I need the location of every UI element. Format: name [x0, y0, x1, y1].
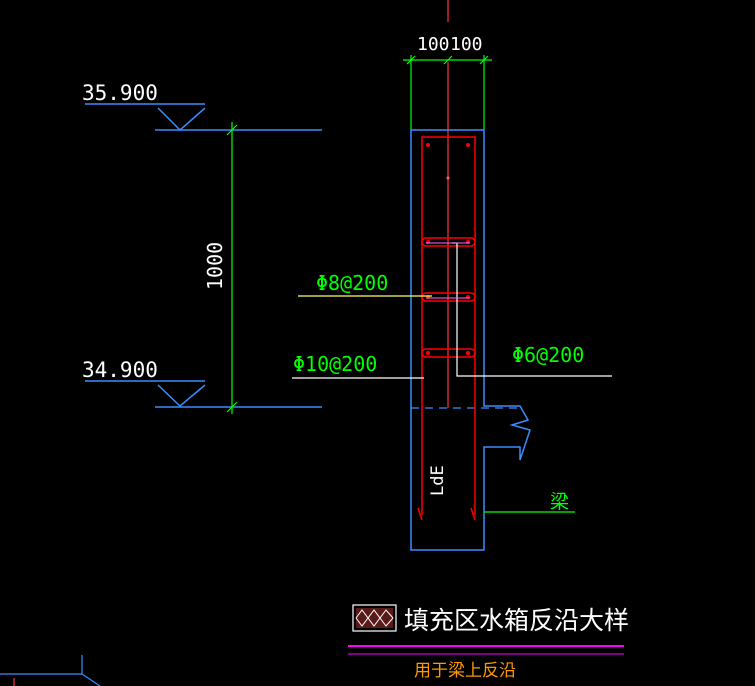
tie-bar [426, 242, 612, 377]
elevation-top-label: 35.900 [82, 81, 158, 105]
rebar-leader-tie: Φ6@200 [512, 343, 584, 367]
hatch-symbol [352, 604, 397, 632]
elevation-marker-top: 35.900 [82, 81, 322, 132]
rebar-leader-horizontal: Φ8@200 [298, 271, 432, 297]
width-dim-left: 100 [417, 34, 450, 55]
beam-leader: 梁 [484, 491, 575, 513]
rebar-horizontal-label: Φ8@200 [316, 271, 388, 295]
drawing-subtitle: 用于梁上反沿 [414, 661, 516, 681]
wall-outline [410, 129, 531, 551]
elevation-marker-bottom: 34.900 [82, 358, 322, 408]
height-dimension: 1000 [203, 122, 238, 414]
rebar-tie-label: Φ6@200 [512, 343, 584, 367]
title-block: 填充区水箱反沿大样 用于梁上反沿 [348, 604, 629, 681]
beam-label: 梁 [550, 491, 569, 513]
rebar-leader-vertical: Φ10@200 [292, 352, 424, 379]
width-dim-right: 100 [450, 34, 483, 55]
height-dimension-label: 1000 [203, 242, 227, 290]
elevation-bottom-label: 34.900 [82, 358, 158, 382]
anchorage-label: LdE [428, 465, 448, 496]
width-dimension: 100 100 [403, 34, 492, 130]
drawing-title: 填充区水箱反沿大样 [404, 606, 629, 635]
rebar-cage [417, 136, 476, 521]
rebar-vertical-label: Φ10@200 [293, 352, 377, 376]
partial-outline-bottom-left [0, 655, 101, 686]
